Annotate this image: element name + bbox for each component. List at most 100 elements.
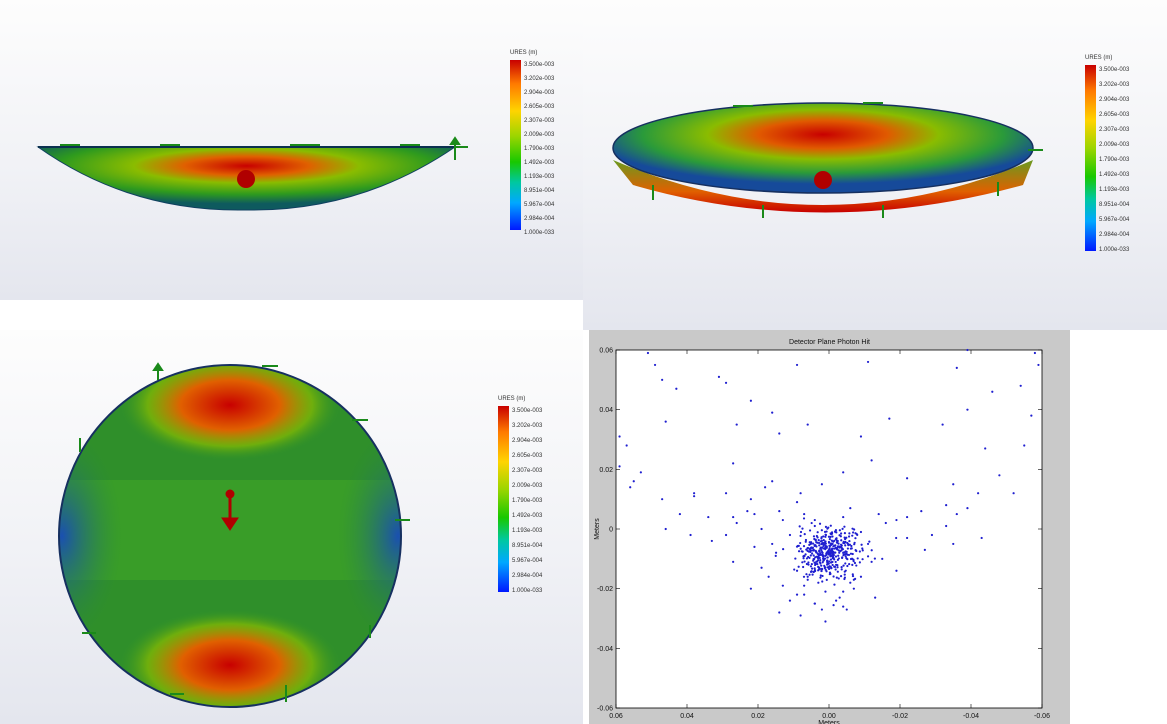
legend-title: URES (m) [1085,55,1113,61]
scatter-point [813,524,816,528]
scatter-point [812,558,815,561]
scatter-point [977,492,980,495]
scatter-point [629,486,632,489]
scatter-point [795,569,799,572]
y-tick-label: 0.02 [599,467,613,474]
scatter-point [778,611,781,614]
scatter-point [837,554,840,557]
scatter-point [851,563,854,566]
y-tick-label: -0.06 [597,706,613,713]
scatter-point [850,544,853,548]
scatter-point [804,540,807,543]
legend-tick: 1.492e-003 [1099,172,1130,178]
scatter-point [803,512,806,516]
scatter-point [717,375,721,378]
scatter-point [851,534,854,537]
scatter-point [778,510,781,513]
scatter-point [774,551,778,554]
scatter-point [811,549,814,552]
scatter-point [826,556,829,559]
scatter-point [845,536,848,539]
scatter-point [764,486,767,489]
scatter-point [824,533,828,537]
scatter-point [837,549,841,552]
scatter-point [810,521,813,525]
scatter-point [842,564,845,567]
scatter-point [821,546,824,549]
scatter-point [732,462,735,465]
scatter-point [955,512,958,516]
scatter-point [824,590,827,593]
legend-tick: 1.000e-033 [1099,247,1130,253]
scatter-point [1033,351,1036,355]
y-tick-label: 0.04 [599,407,613,414]
legend-tick: 5.967e-004 [1099,217,1130,223]
scatter-point [846,547,849,550]
scatter-point [778,432,781,435]
scatter-point [847,543,850,546]
scatter-point [820,543,823,546]
scatter-point [846,564,849,568]
scatter-point [923,548,926,551]
y-axis-label: Meters [594,518,601,540]
legend-tick: 3.202e-003 [512,423,543,429]
scatter-point [819,540,822,543]
scatter-point [816,531,819,534]
scatter-point [823,543,826,546]
scatter-point [808,541,811,544]
scatter-point [851,574,855,578]
scatter-point [861,558,864,561]
scatter-point [906,515,909,519]
scatter-point [832,604,835,607]
fixture-arrow-icon [652,102,1043,218]
scatter-point [793,568,796,571]
y-tick-label: -0.04 [597,646,613,653]
scatter-point [853,561,857,565]
scatter-point [813,569,817,572]
scatter-point [618,435,621,438]
scatter-point [830,551,833,554]
scatter-point [1030,414,1033,417]
load-arrow-icon [221,489,239,531]
scatter-point [843,525,846,528]
legend-tick: 8.951e-004 [1099,202,1130,208]
y-tick-label: 0 [609,527,613,534]
legend-tick: 5.967e-004 [512,558,543,564]
scatter-point [841,527,844,530]
scatter-point [1037,363,1040,367]
legend-tick: 3.202e-003 [1099,82,1130,88]
scatter-point [859,435,863,438]
scatter-point [851,527,854,530]
scatter-point [822,555,825,558]
scatter-point [826,561,829,564]
scatter-point [809,565,813,568]
scatter-point [849,557,853,561]
scatter-point [807,563,810,566]
scatter-point [930,533,934,537]
scatter-point [818,544,821,547]
scatter-point [803,593,806,596]
side-view-model [36,136,468,211]
scatter-point [835,576,838,579]
scatter-point [840,568,843,571]
scatter-point [811,546,814,550]
legend-tick: 2.605e-003 [512,453,543,459]
scatter-point [707,515,710,519]
scatter-point [834,544,837,547]
scatter-point [639,471,642,474]
scatter-point [678,512,681,516]
scatter-point [820,529,823,532]
scatter-point [675,387,678,390]
scatter-point [812,542,815,545]
scatter-point [941,423,944,426]
scatter-point [802,555,805,558]
scatter-point [846,553,849,556]
scatter-point [802,557,805,560]
scatter-point [807,555,810,559]
scatter-point [810,570,813,573]
scatter-point [840,532,843,535]
scatter-point [832,557,835,560]
scatter-point [831,535,834,538]
y-tick-label: 0.06 [599,348,613,355]
scatter-point [843,536,846,539]
